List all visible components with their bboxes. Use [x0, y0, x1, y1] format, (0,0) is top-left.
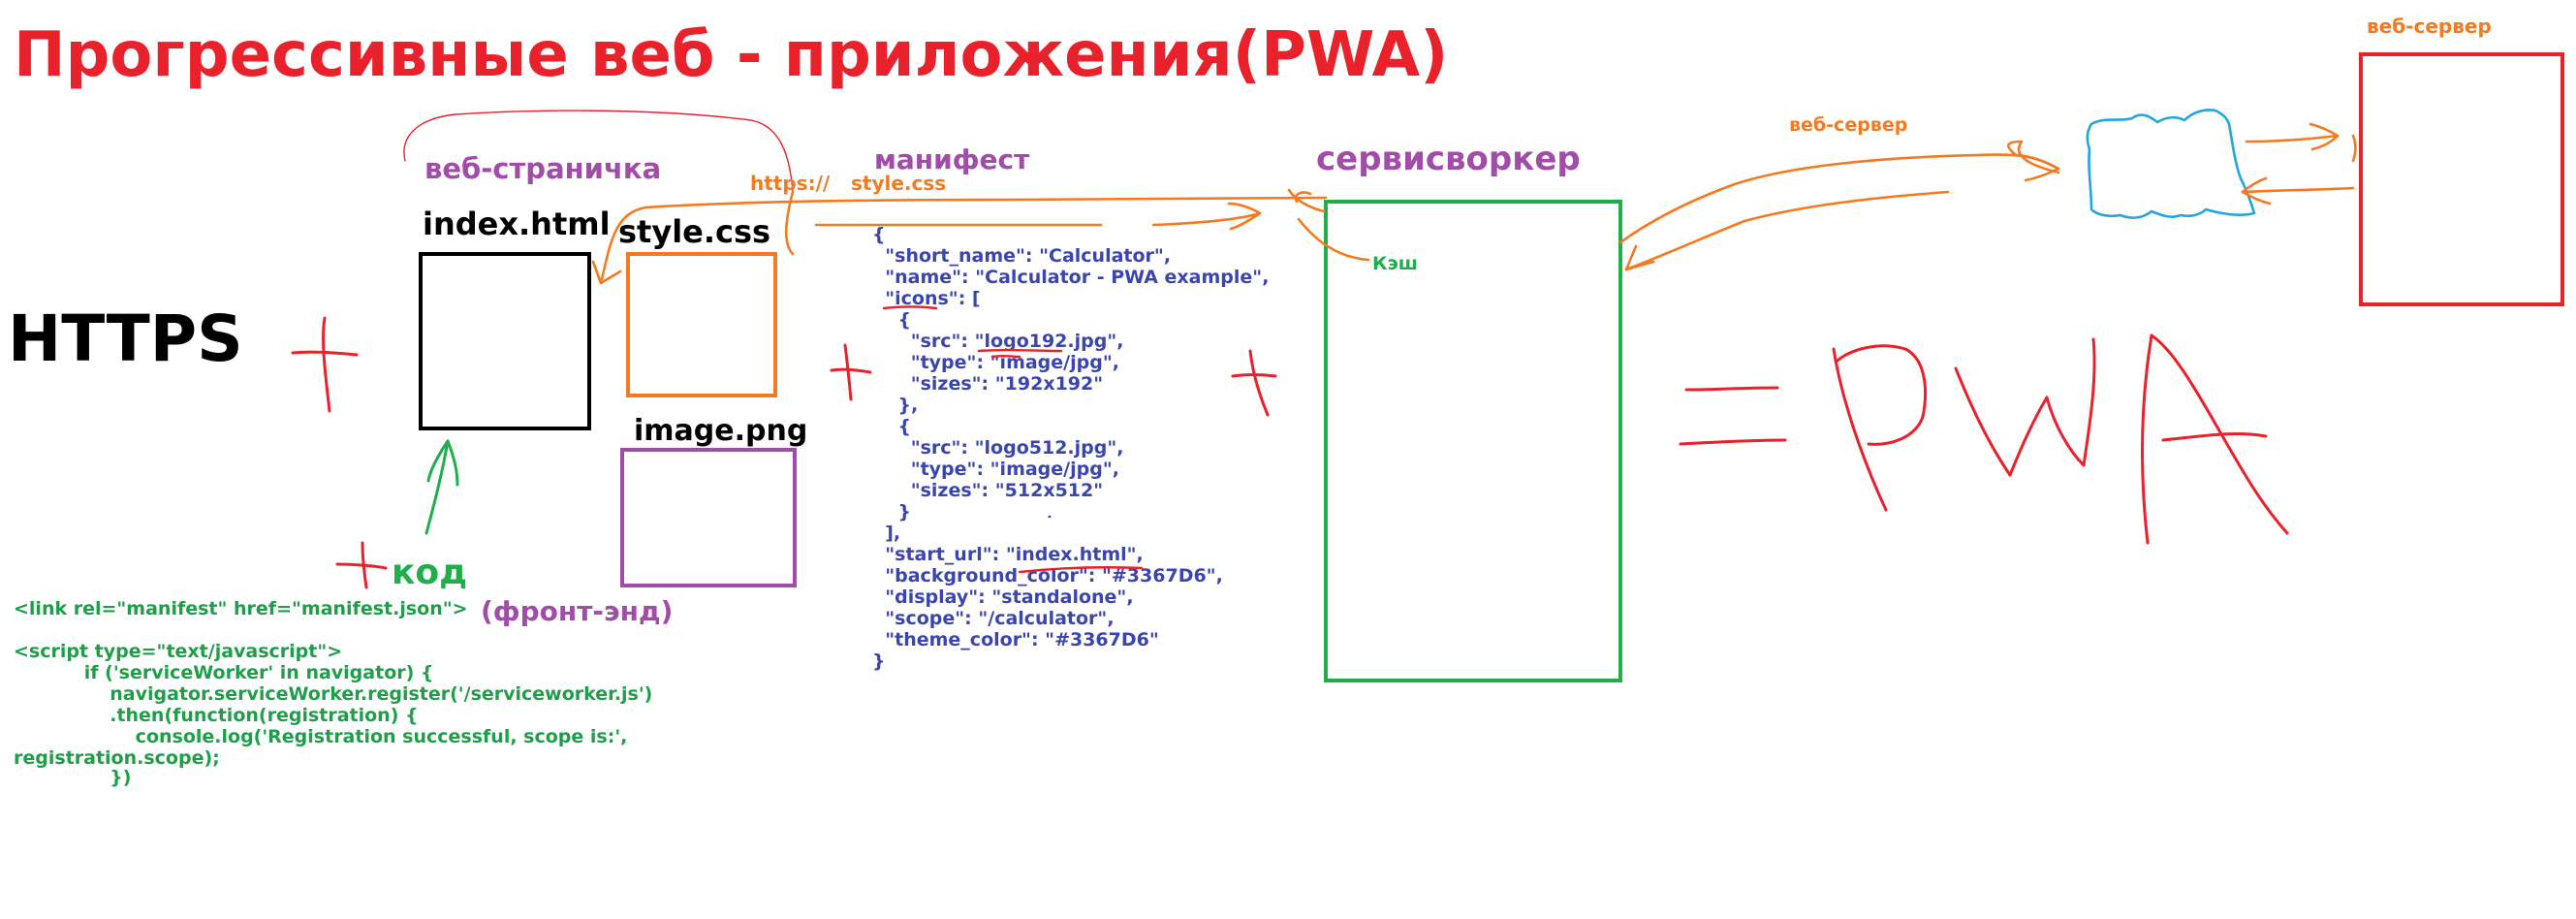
- diagram-title: Прогрессивные веб - приложения(PWA): [14, 19, 1448, 91]
- style-css-note: style.css: [851, 172, 946, 195]
- manifest-line: "background_color": "#3367D6",: [872, 565, 1223, 586]
- code-line: navigator.serviceWorker.register('/servi…: [14, 683, 652, 705]
- orange-arrows-left: [591, 188, 1370, 285]
- equals-pwa-text: =PWA: [1686, 464, 1690, 466]
- serviceworker-label: сервисворкер: [1316, 140, 1581, 178]
- manifest-dot: [1048, 515, 1052, 519]
- plus-sign-2: [830, 343, 872, 401]
- manifest-line: },: [872, 395, 918, 416]
- manifest-line: "sizes": "512x512": [872, 480, 1103, 501]
- manifest-line: "src": "logo192.jpg",: [872, 331, 1123, 352]
- manifest-line: }: [872, 650, 886, 672]
- https-note: https://: [750, 172, 831, 195]
- style-css-box: [626, 252, 777, 397]
- index-html-box: [419, 252, 591, 430]
- manifest-json: { "short_name": "Calculator", "name": "C…: [872, 224, 1269, 672]
- frontend-label: (фронт-энд): [481, 595, 673, 627]
- manifest-line: "start_url": "index.html",: [872, 544, 1144, 565]
- manifest-line: "src": "logo512.jpg",: [872, 437, 1123, 459]
- manifest-line: {: [872, 309, 911, 331]
- orange-arrows-right: [1618, 140, 2060, 271]
- manifest-line: ],: [872, 523, 900, 544]
- code-line: .then(function(registration) {: [14, 705, 419, 726]
- code-label: код: [392, 553, 467, 592]
- manifest-line: {: [872, 224, 886, 245]
- webpage-outline-sketch: [403, 110, 794, 193]
- webserver-mid-label: веб-сервер: [1789, 114, 1907, 136]
- manifest-line: {: [872, 416, 911, 437]
- server-cloud: [2086, 109, 2256, 219]
- webpage-label: веб-страничка: [424, 152, 661, 185]
- plus-sign-3: [1231, 349, 1277, 417]
- manifest-line: "scope": "/calculator",: [872, 608, 1115, 629]
- webserver-top-label: веб-сервер: [2367, 15, 2492, 38]
- image-png-box: [620, 448, 797, 587]
- https-label: HTTPS: [8, 301, 243, 376]
- manifest-line: "type": "image/jpg",: [872, 352, 1119, 373]
- cache-label: Кэш: [1372, 253, 1418, 274]
- manifest-line: "sizes": "192x192": [872, 373, 1103, 395]
- style-css-label: style.css: [618, 213, 770, 250]
- image-png-label: image.png: [634, 414, 807, 448]
- code-snippet: <link rel="manifest" href="manifest.json…: [14, 598, 652, 788]
- code-line: <link rel="manifest" href="manifest.json…: [14, 598, 468, 619]
- code-line: }): [14, 767, 131, 788]
- manifest-line: "type": "image/jpg",: [872, 459, 1119, 480]
- manifest-line: }: [872, 501, 911, 523]
- manifest-line: "name": "Calculator - PWA example",: [872, 267, 1269, 288]
- code-line: registration.scope);: [14, 747, 220, 769]
- equals-pwa-sketch: [1679, 333, 2289, 545]
- code-line: if ('serviceWorker' in navigator) {: [14, 662, 433, 683]
- code-line: <script type="text/javascript">: [14, 641, 342, 662]
- plus-sign-4: [335, 541, 388, 589]
- webserver-box: [2359, 52, 2564, 306]
- manifest-line: "short_name": "Calculator",: [872, 245, 1171, 267]
- manifest-line: "display": "standalone",: [872, 586, 1134, 608]
- plus-sign-1: [291, 316, 359, 413]
- cloud-server-arrows: [2241, 122, 2357, 206]
- code-to-index-arrow: [424, 439, 459, 535]
- manifest-line: "icons": [: [872, 288, 981, 309]
- code-line: console.log('Registration successful, sc…: [14, 726, 627, 747]
- manifest-label: манифест: [874, 143, 1030, 175]
- manifest-line: "theme_color": "#3367D6": [872, 629, 1159, 650]
- manifest-underline-scribbles: [882, 305, 1144, 574]
- serviceworker-box: [1324, 200, 1622, 682]
- index-html-label: index.html: [423, 206, 611, 242]
